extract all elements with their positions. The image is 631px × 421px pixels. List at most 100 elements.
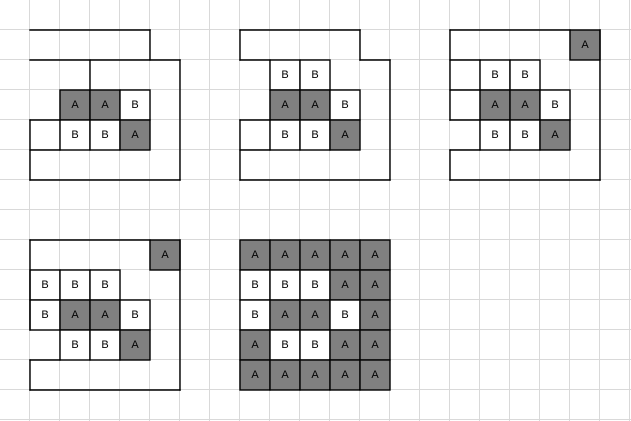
grid-cell[interactable] — [89, 269, 121, 301]
cell-label: A — [311, 249, 319, 261]
cell-label: B — [251, 309, 258, 321]
grid-cell[interactable] — [119, 329, 151, 361]
grid-cell[interactable] — [329, 359, 361, 391]
grid-cell[interactable] — [59, 329, 91, 361]
grid-cell[interactable] — [299, 359, 331, 391]
cell-label: A — [371, 249, 379, 261]
cell-label: A — [341, 129, 349, 141]
cell-label: B — [41, 309, 48, 321]
cell-label: B — [281, 279, 288, 291]
cell-label: A — [131, 339, 139, 351]
cell-label: B — [311, 69, 318, 81]
cell-label: A — [281, 249, 289, 261]
cell-label: A — [341, 369, 349, 381]
grid-cell[interactable] — [89, 119, 121, 151]
grid-cell[interactable] — [149, 239, 181, 271]
cell-label: B — [521, 129, 528, 141]
grid-cell[interactable] — [299, 119, 331, 151]
grid-cell[interactable] — [329, 119, 361, 151]
grid-cell[interactable] — [269, 89, 301, 121]
cell-label: A — [251, 249, 259, 261]
cell-label: A — [371, 369, 379, 381]
grid-cell[interactable] — [119, 119, 151, 151]
cell-label: B — [131, 99, 138, 111]
cell-label: A — [161, 249, 169, 261]
cell-label: A — [71, 309, 79, 321]
cell-label: A — [71, 99, 79, 111]
grid-cell[interactable] — [299, 329, 331, 361]
cell-label: A — [311, 369, 319, 381]
cell-label: A — [281, 99, 289, 111]
grid-cell[interactable] — [509, 59, 541, 91]
cell-label: B — [101, 339, 108, 351]
cell-label: B — [281, 339, 288, 351]
cell-label: B — [101, 279, 108, 291]
figure-bottom-left: A B B B B A A B B B A — [29, 239, 181, 391]
grid-cell[interactable] — [119, 299, 151, 331]
cell-label: B — [311, 129, 318, 141]
grid-cell[interactable] — [359, 329, 391, 361]
cell-label: B — [131, 309, 138, 321]
cell-label: B — [311, 339, 318, 351]
cell-label: A — [371, 309, 379, 321]
cell-label: A — [101, 99, 109, 111]
cell-label: A — [341, 249, 349, 261]
grid-cell[interactable] — [269, 329, 301, 361]
cell-label: A — [281, 309, 289, 321]
cell-label: A — [371, 339, 379, 351]
cell-label: B — [41, 279, 48, 291]
cell-label: A — [311, 309, 319, 321]
cell-label: A — [341, 279, 349, 291]
grid-cell[interactable] — [299, 239, 331, 271]
grid-cell[interactable] — [89, 299, 121, 331]
cell-label: B — [71, 129, 78, 141]
figure-top-left: A A B B B A — [29, 29, 181, 181]
cell-label: A — [521, 99, 529, 111]
grid-cell[interactable] — [539, 89, 571, 121]
grid-cell[interactable] — [269, 359, 301, 391]
cell-label: A — [101, 309, 109, 321]
cell-label: B — [281, 129, 288, 141]
grid-cell[interactable] — [329, 269, 361, 301]
grid-cell[interactable] — [359, 239, 391, 271]
cell-label: B — [341, 99, 348, 111]
grid-cell[interactable] — [479, 119, 511, 151]
cell-label: B — [71, 339, 78, 351]
grid-cell[interactable] — [359, 359, 391, 391]
cell-label: B — [551, 99, 558, 111]
grid-cell[interactable] — [569, 29, 601, 61]
cell-label: A — [251, 339, 259, 351]
cell-label: B — [251, 279, 258, 291]
grid-cell[interactable] — [89, 329, 121, 361]
cell-label: A — [131, 129, 139, 141]
cell-label: B — [341, 309, 348, 321]
cell-label: B — [521, 69, 528, 81]
grid-cell[interactable] — [329, 89, 361, 121]
grid-cell[interactable] — [239, 359, 271, 391]
grid-cell[interactable] — [329, 329, 361, 361]
cell-label: B — [491, 129, 498, 141]
grid-cell[interactable] — [329, 239, 361, 271]
grid-cell[interactable] — [59, 299, 91, 331]
cell-label: B — [101, 129, 108, 141]
grid-cell[interactable] — [539, 119, 571, 151]
cell-label: B — [71, 279, 78, 291]
cell-label: B — [311, 279, 318, 291]
cell-label: B — [491, 69, 498, 81]
cell-label: A — [251, 369, 259, 381]
grid-cell[interactable] — [269, 269, 301, 301]
grid-cell[interactable] — [29, 269, 61, 301]
grid-cell[interactable] — [299, 59, 331, 91]
cell-label: A — [281, 369, 289, 381]
grid-cell[interactable] — [329, 299, 361, 331]
cell-label: A — [491, 99, 499, 111]
grid-cell[interactable] — [299, 269, 331, 301]
grid-cell[interactable] — [239, 269, 271, 301]
cell-label: A — [371, 279, 379, 291]
grid-cell[interactable] — [359, 299, 391, 331]
